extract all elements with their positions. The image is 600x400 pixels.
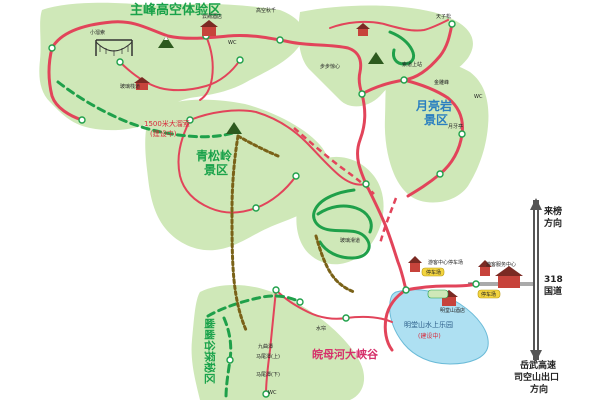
node[interactable] [400, 76, 408, 84]
node[interactable] [436, 170, 444, 178]
green-road-top [388, 30, 416, 66]
node[interactable] [448, 20, 456, 28]
label-yueya: 月牙亭 [448, 123, 463, 130]
label-lake-status: (建设中) [418, 332, 441, 340]
parking-badge [421, 267, 445, 277]
arrow-down-icon [530, 350, 542, 362]
label-bubu: 步步惊心 [320, 63, 340, 70]
label-yunding: 云阙酒店 [202, 13, 222, 20]
mountain-icon [368, 52, 384, 64]
label-wc-2: WC [268, 390, 277, 396]
label-yuewu: 岳武高速司空山出口方向 [514, 359, 559, 395]
route-lake [383, 288, 408, 352]
mountain-icon [226, 122, 242, 134]
label-wc-1: WC [474, 94, 483, 100]
node[interactable] [362, 180, 370, 188]
building-icon [478, 260, 492, 276]
region-yueliang-shape [384, 59, 489, 203]
label-mingtang-hotel: 明堂山酒店 [440, 307, 465, 314]
green-road-middle-2 [316, 204, 373, 234]
route-top-loop [329, 19, 449, 32]
node[interactable] [48, 44, 56, 52]
route-south [275, 289, 393, 323]
node[interactable] [78, 116, 86, 124]
label-mawei-x: 马尾潭(下) [256, 371, 280, 378]
node[interactable] [458, 130, 466, 138]
bridge-icon [95, 39, 133, 56]
brown-dotted-2 [314, 234, 356, 294]
route-main-2 [360, 22, 454, 96]
arrow-up-icon [530, 198, 542, 210]
building-icon [408, 256, 422, 272]
route-inner-2 [199, 35, 214, 101]
node[interactable] [116, 58, 124, 66]
dashed-red-2 [378, 197, 398, 245]
node[interactable] [358, 90, 366, 98]
node[interactable] [272, 286, 280, 294]
region-youyou-shape [191, 285, 365, 400]
node[interactable] [236, 56, 244, 64]
node[interactable] [262, 390, 270, 398]
dashed-ropeway [56, 80, 238, 139]
node[interactable] [226, 356, 234, 364]
parking-badge [477, 289, 501, 299]
route-qingsong [189, 109, 367, 186]
label-ropeway-status: (建设中) [150, 129, 177, 138]
building-icon [134, 77, 150, 90]
label-jiuqu: 九曲潭 [258, 343, 273, 350]
nodes [48, 20, 480, 398]
label-shuilian: 水帘 [316, 325, 326, 332]
label-youke-stop: 游客中心停车场 [428, 259, 463, 266]
mountain-icon [158, 36, 174, 48]
brown-dotted-3 [236, 134, 280, 158]
region-label-huanmu: 皖母河大峡谷 [312, 347, 379, 361]
label-laibang: 来榜方向 [543, 205, 562, 229]
label-bolihua: 玻璃滑道 [340, 237, 360, 244]
dashed-south [206, 294, 302, 318]
label-parking-2: 停车场 [481, 291, 496, 298]
route-main-1 [50, 20, 368, 186]
route-south-2 [265, 289, 277, 395]
node[interactable] [472, 280, 480, 288]
node[interactable] [292, 172, 300, 180]
parking-badge [427, 289, 449, 299]
node[interactable] [342, 314, 350, 322]
label-mawei-s: 马尾潭(上) [256, 353, 280, 360]
label-wc-3: WC [228, 40, 237, 46]
building-icon [495, 266, 523, 288]
label-ropeway: 1500米大溜索 [144, 119, 190, 128]
label-bolijiang: 玻璃栈道 [120, 83, 140, 90]
label-jindiao: 金雕峰 [434, 79, 449, 86]
node[interactable] [296, 298, 304, 306]
building-icon [200, 20, 218, 36]
label-suodao: 索道上站 [402, 61, 422, 68]
region-label-yueliang: 月亮岩景区 [415, 98, 452, 127]
label-xiaoliusuo: 小溜索 [90, 29, 105, 36]
label-lake: 明堂山水上乐园 [404, 320, 453, 329]
brown-dotted-1 [230, 134, 248, 332]
label-parking-1: 停车场 [426, 269, 441, 276]
route-qingsong-2 [177, 119, 297, 214]
green-road-middle [312, 188, 371, 260]
building-icon [356, 23, 370, 36]
node[interactable] [276, 36, 284, 44]
node[interactable] [186, 116, 194, 124]
node[interactable] [252, 204, 260, 212]
region-label-qingsong: 青松岭景区 [196, 148, 232, 177]
route-west [47, 46, 84, 122]
region-top-right-shape [298, 5, 473, 107]
route-down-2 [404, 282, 478, 292]
route-inner-1 [119, 59, 241, 92]
label-tianzi: 天子松 [436, 13, 451, 20]
node[interactable] [402, 286, 410, 294]
region-label-youyou: 幽幽谷探秘区 [203, 318, 217, 384]
label-tianshi: 高空秋千 [256, 7, 276, 14]
region-lake-shape [389, 289, 489, 365]
route-down-1 [364, 182, 408, 292]
region-label-zhufeng: 主峰高空体验区 [130, 2, 221, 18]
label-visitor-center: 游客服务中心 [486, 261, 516, 268]
